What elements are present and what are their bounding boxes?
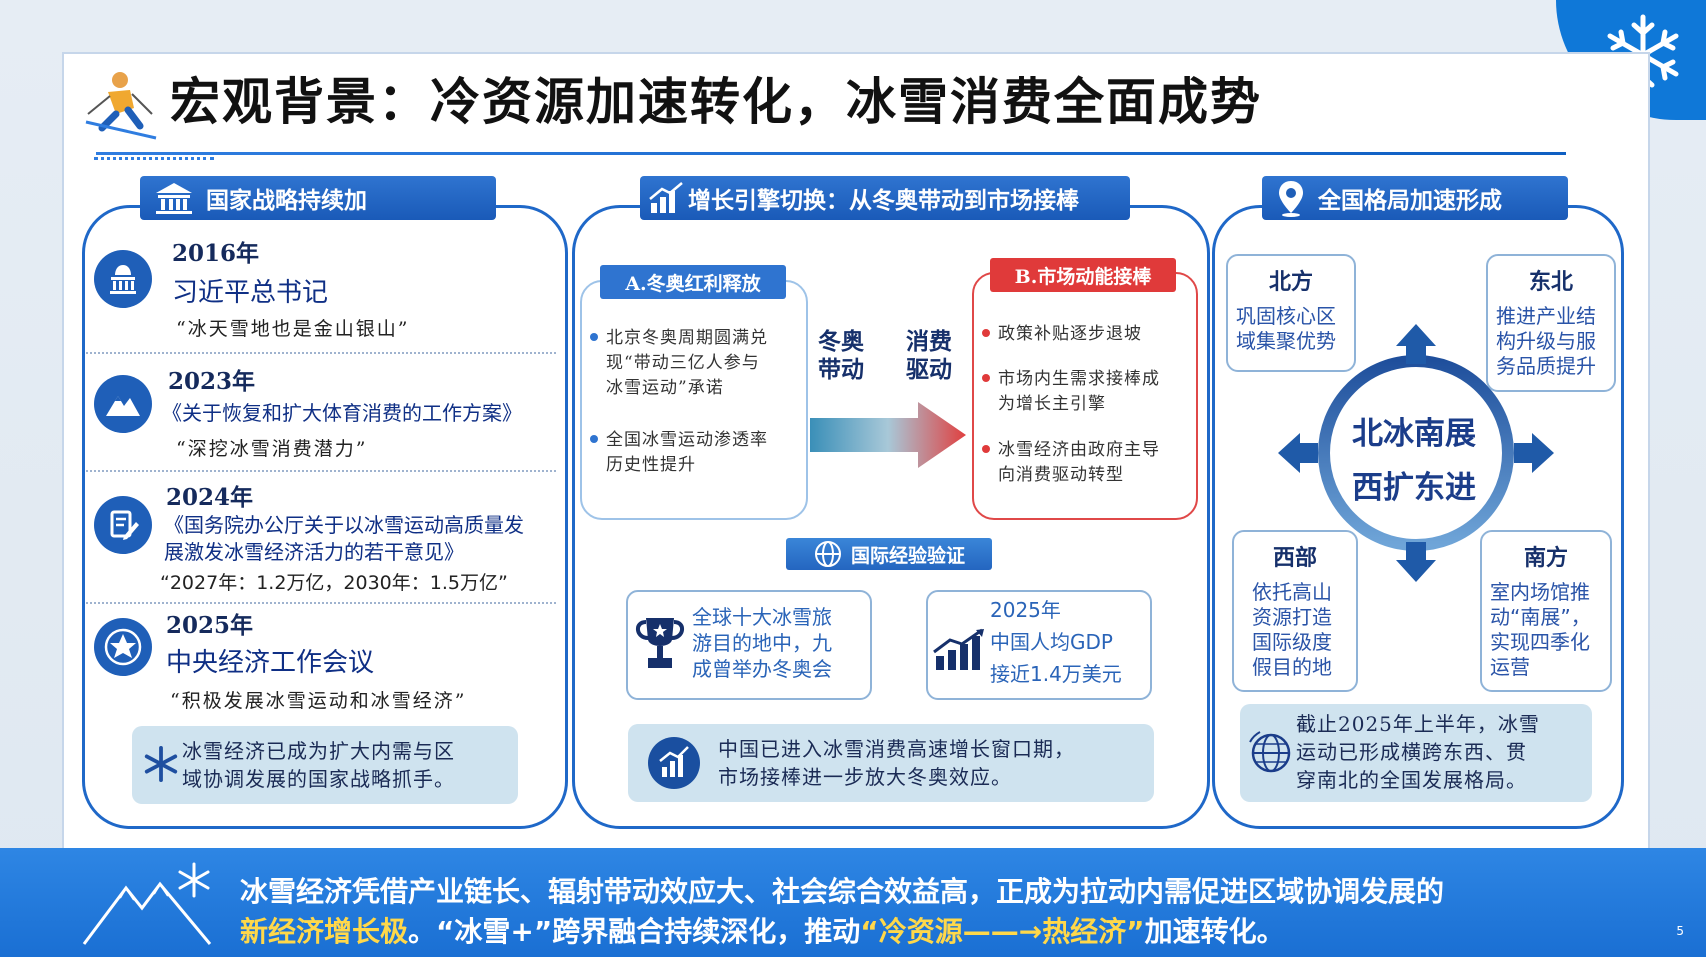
bullet-b3: 冰雪经济由政府主导 向消费驱动转型	[982, 438, 1194, 488]
star-icon	[94, 618, 152, 676]
note-line1: 冰雪经济已成为扩大内需与区	[182, 739, 455, 763]
label-consumption-driven: 消费驱动	[906, 329, 952, 383]
note-line2: 市场接棒进一步放大冬奥效应。	[718, 765, 1012, 789]
transition-arrow-icon	[810, 402, 966, 468]
separator	[86, 602, 556, 604]
year-label: 2025年	[166, 612, 254, 639]
globe-icon	[1249, 731, 1291, 773]
title-dots	[94, 157, 214, 160]
growth-chart-icon	[933, 628, 984, 670]
center-slogan-line1: 北冰南展	[1352, 416, 1476, 452]
region-north: 北方 巩固核心区域集聚优势	[1226, 254, 1356, 372]
event-quote: “深挖冰雪消费潜力”	[176, 438, 368, 460]
note-line2: 域协调发展的国家战略抓手。	[182, 767, 455, 791]
title-underline	[96, 152, 1566, 155]
box-market-momentum	[972, 272, 1198, 520]
page-title: 宏观背景：冷资源加速转化，冰雪消费全面成势	[170, 72, 1262, 131]
header-label: 增长引擎切换：从冬奥带动到市场接棒	[688, 188, 1079, 214]
mountain-snowflake-icon	[82, 862, 212, 945]
middle-summary-note: 中国已进入冰雪消费高速增长窗口期， 市场接棒进一步放大冬奥效应。	[628, 724, 1154, 802]
document-edit-icon	[94, 496, 152, 554]
separator	[86, 470, 556, 472]
header-national-layout: 全国格局加速形成	[1262, 176, 1568, 220]
region-west: 西部 依托高山资源打造国际级度假目的地	[1232, 530, 1358, 692]
event-label-line2: 展激发冰雪经济活力的若干意见》	[164, 540, 464, 564]
header-label: 全国格局加速形成	[1318, 188, 1502, 214]
region-northeast: 东北 推进产业结构升级与服务品质提升	[1486, 254, 1616, 392]
year-label: 2023年	[168, 368, 256, 395]
banner-line2: 新经济增长极。“冰雪+”跨界融合持续深化，推动“冷资源——→热经济”加速转化。	[240, 915, 1285, 948]
subheader-a: A.冬奥红利释放	[600, 265, 786, 299]
subheader-international: 国际经验验证	[786, 538, 992, 570]
page-number: 5	[1676, 924, 1684, 938]
skier-icon	[85, 72, 157, 140]
right-summary-note: 截止2025年上半年，冰雪 运动已形成横跨东西、贯 穿南北的全国发展格局。	[1240, 704, 1592, 802]
snowflake-icon	[144, 745, 178, 783]
trophy-icon	[636, 618, 684, 668]
event-quote: “冰天雪地也是金山银山”	[176, 318, 410, 340]
year-label: 2016年	[172, 240, 260, 267]
banner-line1: 冰雪经济凭借产业链长、辐射带动效应大、社会综合效益高，正成为拉动内需促进区域协调…	[240, 875, 1445, 908]
separator	[86, 352, 556, 354]
growth-chart-icon	[648, 737, 700, 789]
subheader-b: B.市场动能接棒	[990, 258, 1176, 292]
center-slogan-line2: 西扩东进	[1352, 470, 1476, 506]
bullet-b1: 政策补贴逐步退坡	[982, 322, 1194, 347]
bottom-banner	[0, 848, 1706, 957]
globe-icon	[814, 541, 841, 567]
bullet-b2: 市场内生需求接棒成 为增长主引擎	[982, 367, 1194, 417]
header-national-strategy: 国家战略持续加	[140, 176, 496, 220]
card-gdp	[926, 590, 1152, 700]
note-line2: 运动已形成横跨东西、贯	[1296, 740, 1527, 764]
header-growth-engine: 增长引擎切换：从冬奥带动到市场接棒	[640, 176, 1130, 220]
event-label: 中央经济工作会议	[166, 648, 375, 678]
mountain-icon	[94, 375, 152, 433]
note-line1: 截止2025年上半年，冰雪	[1296, 712, 1540, 736]
left-summary-note: 冰雪经济已成为扩大内需与区 域协调发展的国家战略抓手。	[132, 726, 518, 804]
region-south: 南方 室内场馆推动“南展”，实现四季化运营	[1480, 530, 1612, 692]
event-label-line1: 《国务院办公厅关于以冰雪运动高质量发	[164, 513, 524, 537]
event-quote: “积极发展冰雪运动和冰雪经济”	[170, 690, 467, 712]
bullet-a1: 北京冬奥周期圆满兑 现“带动三亿人参与 冰雪运动”承诺	[590, 326, 800, 401]
card-olympic-destinations	[626, 590, 872, 700]
event-label: 习近平总书记	[172, 278, 329, 308]
event-label: 《关于恢复和扩大体育消费的工作方案》	[162, 401, 522, 425]
year-label: 2024年	[166, 484, 254, 511]
bar-chart-icon	[649, 182, 683, 213]
box-olympic-dividend	[580, 280, 808, 520]
location-pin-icon	[1279, 181, 1303, 217]
panel-national-strategy	[82, 205, 568, 829]
event-quote: “2027年：1.2万亿，2030年：1.5万亿”	[160, 572, 508, 594]
compass-arrows-icon	[1278, 324, 1554, 582]
label-olympic-driven: 冬奥带动	[818, 329, 864, 383]
header-label: 国家战略持续加	[206, 188, 367, 214]
capitol-icon	[94, 250, 152, 308]
bullet-a2: 全国冰雪运动渗透率 历史性提升	[590, 428, 800, 478]
government-building-icon	[156, 183, 192, 214]
card1-text: 全球十大冰雪旅游目的地中，九成曾举办冬奥会	[692, 605, 832, 681]
note-line1: 中国已进入冰雪消费高速增长窗口期，	[718, 737, 1075, 761]
note-line3: 穿南北的全国发展格局。	[1296, 768, 1527, 792]
